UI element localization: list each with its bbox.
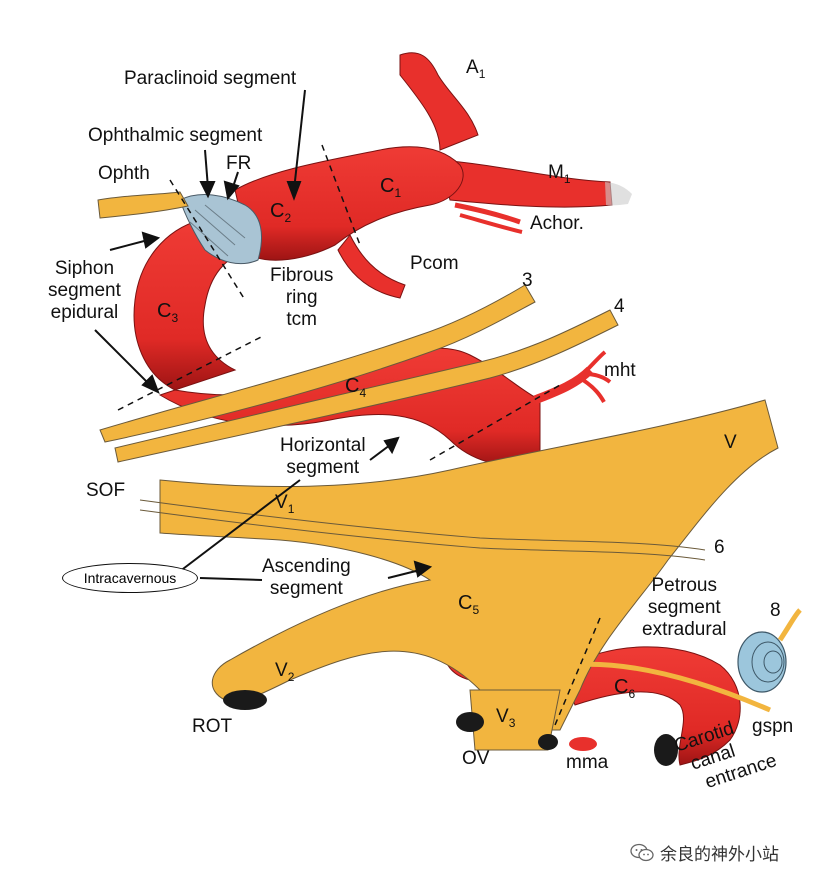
- label-mht: mht: [604, 360, 636, 381]
- c1-c2-segment: [234, 146, 464, 261]
- label-nerve-6: 6: [714, 537, 725, 558]
- pcom-branch: [337, 234, 406, 299]
- intracavernous-badge: Intracavernous: [62, 563, 198, 593]
- cranial-nerves: [99, 284, 779, 751]
- label-v: V: [724, 432, 737, 453]
- nerve-3: [99, 284, 536, 443]
- a1-branch: [399, 52, 479, 151]
- label-nerve-4: 4: [614, 296, 625, 317]
- label-v3: V3: [496, 706, 516, 730]
- m1-branch: [439, 159, 613, 208]
- segment-boundaries: [117, 144, 601, 726]
- label-gspn: gspn: [752, 716, 794, 737]
- label-ganglion-8: 8: [770, 600, 781, 621]
- segment-c4: C4: [345, 375, 367, 400]
- ophthalmic-artery: [97, 191, 189, 219]
- label-paraclinoid-segment: Paraclinoid segment: [124, 68, 297, 89]
- label-a1: A1: [466, 57, 486, 81]
- mma-spot: [569, 737, 597, 751]
- segment-c1: C1: [380, 175, 402, 200]
- nerve-4: [114, 309, 619, 463]
- segment-c5: C5: [458, 592, 480, 617]
- label-sof: SOF: [86, 480, 126, 501]
- label-pcom: Pcom: [410, 253, 459, 274]
- segment-c2: C2: [270, 200, 292, 225]
- wechat-icon: [630, 843, 654, 861]
- label-ophthalmic-segment: Ophthalmic segment: [88, 125, 263, 146]
- annotation-arrows: [94, 89, 433, 581]
- label-mma: mma: [566, 752, 609, 773]
- label-rot: ROT: [192, 716, 233, 737]
- c6-segment: [559, 646, 741, 766]
- gspn-nerve: [569, 661, 771, 713]
- watermark: 余良的神外小站: [630, 840, 779, 865]
- label-ophth: Ophth: [98, 163, 150, 184]
- label-fr: FR: [226, 153, 252, 174]
- segment-c3: C3: [157, 300, 179, 325]
- segment-c6: C6: [614, 676, 636, 701]
- watermark-text: 余良的神外小站: [660, 845, 779, 865]
- ganglion-8: [737, 608, 802, 693]
- label-nerve-3: 3: [522, 270, 533, 291]
- label-m1: M1: [548, 162, 571, 186]
- label-ov: OV: [462, 748, 490, 769]
- label-v2: V2: [275, 660, 295, 684]
- fibrous-ring: [179, 194, 263, 265]
- label-v1: V1: [275, 492, 295, 516]
- label-achor: Achor.: [530, 213, 584, 234]
